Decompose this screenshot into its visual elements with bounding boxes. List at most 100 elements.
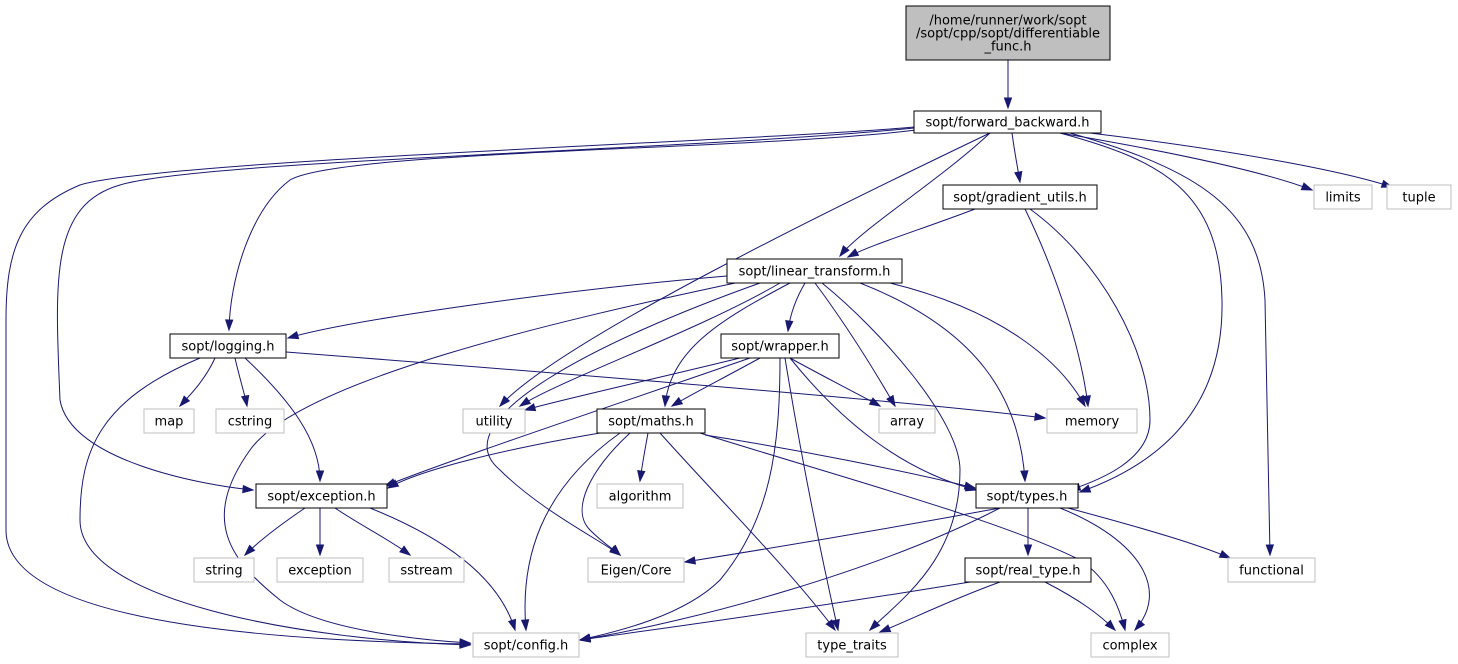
node-root[interactable]: /home/runner/work/sopt/sopt/cpp/sopt/dif… xyxy=(905,5,1111,61)
edge-maths-to-tt xyxy=(659,432,836,632)
edge-wrap-to-utility xyxy=(523,357,741,412)
node-eigen-label: Eigen/Core xyxy=(601,564,672,579)
node-utility-label: utility xyxy=(476,415,513,430)
edge-types-to-eigen xyxy=(683,507,1001,565)
node-exc[interactable]: sopt/exception.h xyxy=(255,483,388,509)
node-tuple-box xyxy=(1386,184,1452,210)
node-functional: functional xyxy=(1227,557,1316,583)
edge-types-to-complex xyxy=(1059,507,1150,632)
node-algorithm-box xyxy=(596,483,684,509)
edge-maths-to-types xyxy=(704,434,977,490)
node-log[interactable]: sopt/logging.h xyxy=(169,333,287,359)
node-array-label: array xyxy=(890,415,924,430)
node-limits-box xyxy=(1313,184,1373,210)
edge-lt-to-maths xyxy=(661,282,791,408)
node-functional-label: functional xyxy=(1239,564,1304,579)
node-map: map xyxy=(143,408,195,434)
edge-exc-to-sstream xyxy=(334,507,412,556)
edge-maths-to-eigen xyxy=(581,432,631,557)
edge-lt-to-types xyxy=(859,282,1029,483)
edge-log-to-map xyxy=(178,357,216,408)
node-log-box xyxy=(169,333,287,359)
nodes-layer: /home/runner/work/sopt/sopt/cpp/sopt/dif… xyxy=(143,5,1452,658)
node-lt[interactable]: sopt/linear_transform.h xyxy=(726,258,903,284)
edge-maths-to-exc xyxy=(386,432,601,489)
edge-lt-to-config xyxy=(223,281,741,647)
node-maths-box xyxy=(596,408,706,434)
node-gu[interactable]: sopt/gradient_utils.h xyxy=(942,184,1098,210)
node-tt-box xyxy=(805,632,899,658)
node-tuple: tuple xyxy=(1386,184,1452,210)
node-lt-label: sopt/linear_transform.h xyxy=(739,265,891,280)
edge-maths-to-config xyxy=(520,432,621,632)
node-algorithm: algorithm xyxy=(596,483,684,509)
edge-types-to-functional xyxy=(1067,507,1232,559)
node-exc-box xyxy=(255,483,388,509)
edge-fb-to-lt xyxy=(839,132,991,258)
node-tt-label: type_traits xyxy=(817,639,887,654)
node-map-label: map xyxy=(155,415,184,430)
edge-lt-to-utility xyxy=(518,282,781,407)
node-config-box xyxy=(472,632,580,658)
node-eigen-box xyxy=(587,557,685,583)
node-tuple-label: tuple xyxy=(1402,191,1435,206)
node-sstream-box xyxy=(388,557,465,583)
node-algorithm-label: algorithm xyxy=(609,490,672,505)
node-cstring: cstring xyxy=(215,408,285,434)
node-fb-label: sopt/forward_backward.h xyxy=(925,116,1089,131)
edge-rt-to-tt xyxy=(878,581,1001,633)
node-string-box xyxy=(193,557,255,583)
edge-types-to-rt xyxy=(1023,507,1033,557)
edge-wrap-to-array xyxy=(789,357,882,407)
node-array-box xyxy=(878,408,936,434)
node-cstring-label: cstring xyxy=(228,415,272,430)
edge-maths-to-algorithm xyxy=(637,432,649,483)
node-complex-label: complex xyxy=(1102,639,1157,654)
edge-wrap-to-tt xyxy=(784,357,840,632)
node-exc-label: sopt/exception.h xyxy=(267,490,375,505)
node-wrap[interactable]: sopt/wrapper.h xyxy=(720,333,840,359)
edges-layer xyxy=(5,60,1394,649)
node-limits-label: limits xyxy=(1325,191,1361,206)
node-rt-label: sopt/real_type.h xyxy=(975,564,1080,579)
node-functional-box xyxy=(1227,557,1316,583)
edge-maths-to-complex xyxy=(699,432,1127,632)
node-maths[interactable]: sopt/maths.h xyxy=(596,408,706,434)
edge-fb-to-exc xyxy=(56,127,915,494)
node-gu-box xyxy=(942,184,1098,210)
node-tt: type_traits xyxy=(805,632,899,658)
edge-fb-to-tuple xyxy=(1089,132,1394,188)
edge-exc-to-config xyxy=(369,507,517,632)
node-exception-label: exception xyxy=(288,564,352,579)
node-complex-box xyxy=(1090,632,1170,658)
node-wrap-box xyxy=(720,333,840,359)
node-exception: exception xyxy=(276,557,364,583)
node-memory-label: memory xyxy=(1065,415,1120,430)
edge-lt-to-memory xyxy=(889,282,1086,408)
node-rt[interactable]: sopt/real_type.h xyxy=(964,557,1092,583)
node-sstream: sstream xyxy=(388,557,465,583)
edge-gu-to-memory xyxy=(1024,208,1091,408)
node-wrap-label: sopt/wrapper.h xyxy=(731,340,828,355)
edge-rt-to-complex xyxy=(1044,581,1117,632)
node-utility: utility xyxy=(462,408,526,434)
edge-rt-to-config xyxy=(578,581,971,643)
edge-root-to-fb xyxy=(1003,60,1013,110)
node-memory: memory xyxy=(1046,408,1138,434)
edge-log-to-memory xyxy=(285,351,1047,421)
node-fb[interactable]: sopt/forward_backward.h xyxy=(913,110,1102,134)
node-array: array xyxy=(878,408,936,434)
node-config: sopt/config.h xyxy=(472,632,580,658)
edge-log-to-cstring xyxy=(234,357,250,408)
node-complex: complex xyxy=(1090,632,1170,658)
node-log-label: sopt/logging.h xyxy=(182,340,275,355)
node-map-box xyxy=(143,408,195,434)
edge-fb-to-utility xyxy=(498,132,991,408)
edge-log-to-exc xyxy=(244,357,325,483)
node-types[interactable]: sopt/types.h xyxy=(975,483,1079,509)
node-fb-box xyxy=(913,110,1102,134)
node-config-label: sopt/config.h xyxy=(484,639,569,654)
node-sstream-label: sstream xyxy=(400,564,452,579)
node-memory-box xyxy=(1046,408,1138,434)
